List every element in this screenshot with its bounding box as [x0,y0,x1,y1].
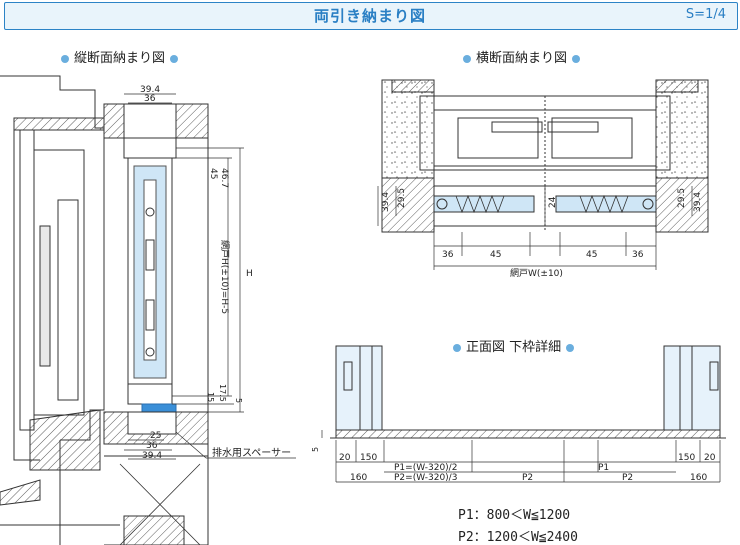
svg-text:29.5: 29.5 [677,188,687,208]
svg-text:P1: P1 [598,463,609,473]
scale-label: S=1/4 [685,7,726,22]
svg-text:排水用スペーサー: 排水用スペーサー [212,446,291,459]
svg-text:39.4: 39.4 [140,85,160,95]
svg-text:5: 5 [234,398,243,403]
svg-text:15: 15 [206,392,215,402]
svg-text:160: 160 [350,473,367,483]
header-bar [4,2,738,30]
bullet-icon [572,54,581,63]
front-dimensions [321,430,721,483]
svg-text:P1=(W-320)/2: P1=(W-320)/2 [394,463,457,473]
svg-text:網戸H(±10)=H-5: 網戸H(±10)=H-5 [219,240,231,314]
page-title: 両引き納まり図 [313,7,426,25]
page-header: 両引き納まり図 S=1/4 [0,0,740,32]
svg-text:45: 45 [208,168,218,179]
svg-text:P2: P2 [622,473,633,483]
svg-text:46.7: 46.7 [219,168,229,188]
svg-text:5: 5 [311,447,320,452]
svg-text:H: H [246,269,253,279]
horizontal-dimensions [377,186,709,270]
svg-text:39.4: 39.4 [693,192,703,212]
svg-text:150: 150 [360,453,377,463]
svg-text:24: 24 [548,196,558,208]
svg-text:網戸W(±10): 網戸W(±10) [510,267,563,279]
horizontal-dimension-labels: 39.4 29.5 24 29.5 39.4 36 45 45 36 網戸W(±… [381,188,703,279]
svg-text:36: 36 [442,250,454,260]
svg-text:150: 150 [678,453,695,463]
svg-text:160: 160 [690,473,707,483]
bullet-icon [170,54,179,63]
svg-text:39.4: 39.4 [381,192,391,212]
svg-text:17.5: 17.5 [218,384,227,402]
svg-text:29.5: 29.5 [397,188,407,208]
svg-text:20: 20 [339,453,351,463]
svg-text:20: 20 [704,453,716,463]
svg-text:25: 25 [150,431,161,441]
bullet-icon [463,54,471,63]
svg-text:36: 36 [144,94,156,104]
svg-text:36: 36 [146,441,158,451]
vertical-section-drawing [0,75,209,545]
svg-text:P2=(W-320)/3: P2=(W-320)/3 [394,473,457,483]
svg-text:45: 45 [586,250,597,260]
formula-p1: P1：800＜W≦1200 [458,508,571,523]
bullet-icon [61,54,69,63]
section-title-front: 正面図 下枠詳細 [448,336,579,355]
bullet-icon [453,343,461,352]
section-title-horizontal: 横断面納まり図 [458,47,585,66]
section-title-vertical: 縦断面納まり図 [56,47,183,66]
front-dimension-labels: 5 20 150 150 20 P1=(W-320)/2 P2=(W-320)/… [311,447,716,483]
svg-text:P2: P2 [522,473,533,483]
front-view-drawing [330,345,726,439]
svg-text:36: 36 [632,250,644,260]
bullet-icon [566,343,575,352]
vertical-dimension-labels: 39.4 36 46.7 45 網戸H(±10)=H-5 H 17.5 15 5… [140,85,291,461]
formula-p2: P2：1200＜W≦2400 [458,530,578,545]
svg-text:39.4: 39.4 [142,451,162,461]
vertical-dimensions [124,93,296,460]
svg-text:45: 45 [490,250,501,260]
